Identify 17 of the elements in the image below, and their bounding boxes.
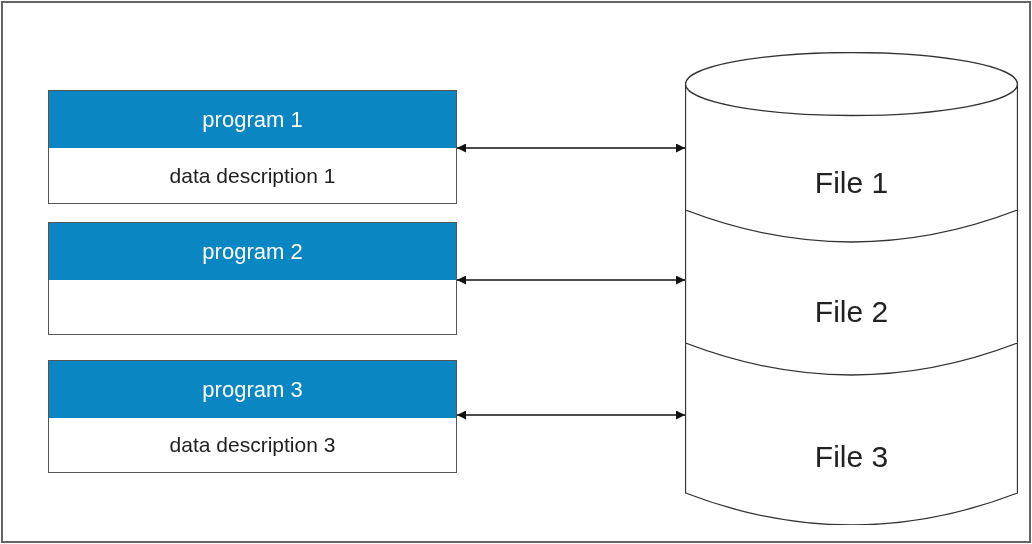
double-arrow <box>456 143 686 153</box>
double-arrow <box>456 275 686 285</box>
data-description: data description 3 <box>169 432 336 459</box>
cylinder-segment <box>685 52 1018 210</box>
file-label: File 1 <box>813 168 890 198</box>
program-header: program 1 <box>49 91 456 148</box>
double-arrow <box>456 410 686 420</box>
program-header: program 2 <box>49 223 456 280</box>
program-header: program 3 <box>49 361 456 418</box>
data-description: data description 1 <box>169 162 336 189</box>
program-box <box>48 222 457 335</box>
program-box <box>48 90 457 204</box>
cylinder-segment <box>685 343 1018 525</box>
cylinder-segment <box>685 210 1018 343</box>
file-label: File 2 <box>813 297 890 327</box>
program-box <box>48 360 457 473</box>
file-label: File 3 <box>813 442 890 472</box>
